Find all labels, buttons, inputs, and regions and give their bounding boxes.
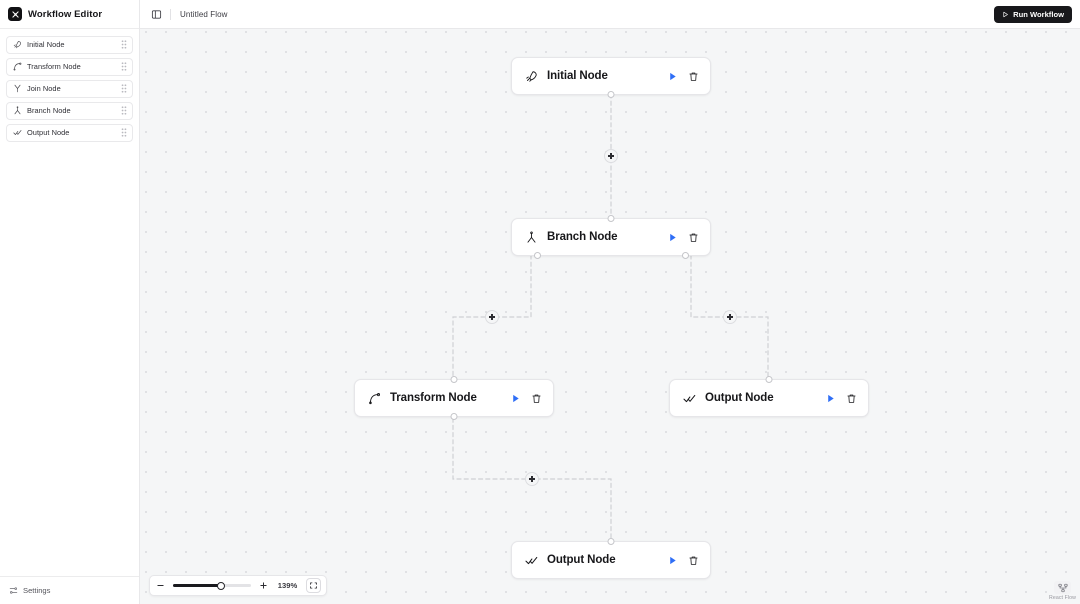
zoom-in-button[interactable] (258, 580, 269, 591)
edge-add-button-branch-transform[interactable] (485, 310, 499, 324)
palette-item-label: Branch Node (27, 106, 71, 116)
palette-item-label: Output Node (27, 128, 70, 138)
panel-left-icon[interactable] (151, 9, 162, 20)
palette-item-branch-node[interactable]: Branch Node (6, 102, 133, 120)
run-workflow-label: Run Workflow (1013, 9, 1064, 19)
zoom-slider[interactable] (173, 580, 251, 591)
react-flow-icon (1054, 581, 1072, 594)
app-title: Workflow Editor (28, 8, 103, 20)
node-actions (510, 393, 542, 404)
node-label: Initial Node (547, 70, 608, 82)
topbar: Untitled Flow Run Workflow (140, 0, 1080, 29)
drag-grip-icon[interactable] (120, 128, 127, 137)
palette-item-output-node[interactable]: Output Node (6, 124, 133, 142)
palette-item-transform-node[interactable]: Transform Node (6, 58, 133, 76)
play-icon[interactable] (510, 393, 521, 404)
play-icon[interactable] (825, 393, 836, 404)
edge-add-button-transform-output-bottom[interactable] (525, 472, 539, 486)
node-initial-node[interactable]: Initial Node (511, 57, 711, 98)
node-handle-top[interactable] (765, 376, 773, 383)
palette-item-join-node[interactable]: Join Node (6, 80, 133, 98)
node-handle-top[interactable] (607, 538, 615, 545)
node-actions (667, 555, 699, 566)
drag-grip-icon[interactable] (120, 106, 127, 115)
zoom-percent-label: 139% (277, 581, 298, 590)
rocket-icon (13, 40, 22, 49)
edge-layer (452, 93, 769, 541)
play-icon[interactable] (667, 232, 678, 243)
node-handle-bottom-right[interactable] (681, 252, 689, 259)
sliders-icon (9, 586, 18, 595)
node-handle-top[interactable] (450, 376, 458, 383)
node-handle-top[interactable] (607, 215, 615, 222)
node-actions (667, 71, 699, 82)
branch-split-icon (525, 231, 538, 244)
palette-item-label: Join Node (27, 84, 61, 94)
node-handle-bottom-left[interactable] (533, 252, 541, 259)
topbar-divider (170, 8, 171, 20)
drag-grip-icon[interactable] (120, 62, 127, 71)
node-palette: Initial Node Transform Nod (0, 29, 139, 142)
flow-name[interactable]: Untitled Flow (180, 9, 228, 19)
node-branch-node[interactable]: Branch Node (511, 215, 711, 259)
edge-add-button-branch-output-right[interactable] (723, 310, 737, 324)
sidebar-header: Workflow Editor (0, 0, 139, 29)
trash-icon[interactable] (688, 232, 699, 243)
trash-icon[interactable] (688, 555, 699, 566)
play-icon[interactable] (667, 555, 678, 566)
node-label: Output Node (547, 554, 616, 566)
double-check-icon (13, 128, 22, 137)
play-outline-icon (1002, 11, 1009, 18)
zoom-slider-fill (173, 584, 222, 587)
main-area: Untitled Flow Run Workflow (140, 0, 1080, 604)
zoom-out-button[interactable] (155, 580, 166, 591)
node-transform-node[interactable]: Transform Node (354, 376, 554, 420)
double-check-icon (683, 392, 696, 405)
zoom-controls: 139% (149, 575, 327, 596)
curve-transform-icon (13, 62, 22, 71)
node-handle-bottom[interactable] (607, 91, 615, 98)
rocket-icon (525, 70, 538, 83)
node-label: Branch Node (547, 231, 618, 243)
branch-split-icon (13, 106, 22, 115)
trash-icon[interactable] (846, 393, 857, 404)
run-workflow-button[interactable]: Run Workflow (994, 5, 1072, 23)
node-label: Transform Node (390, 392, 477, 404)
curve-transform-icon (368, 392, 381, 405)
sidebar: Workflow Editor Initial Node (0, 0, 140, 604)
double-check-icon (525, 554, 538, 567)
settings-label: Settings (23, 586, 51, 595)
trash-icon[interactable] (688, 71, 699, 82)
trash-icon[interactable] (531, 393, 542, 404)
palette-item-label: Initial Node (27, 40, 65, 50)
node-handle-bottom[interactable] (450, 413, 458, 420)
drag-grip-icon[interactable] (120, 84, 127, 93)
flow-canvas[interactable]: Initial Node (140, 29, 1080, 604)
join-merge-icon (13, 84, 22, 93)
node-output-node-bottom[interactable]: Output Node (511, 538, 711, 579)
node-output-node-right[interactable]: Output Node (669, 376, 869, 417)
drag-grip-icon[interactable] (120, 40, 127, 49)
node-actions (667, 232, 699, 243)
edge-add-button-initial-branch[interactable] (604, 149, 618, 163)
react-flow-attribution-text: React Flow (1049, 595, 1076, 601)
fit-view-button[interactable] (306, 578, 321, 593)
sidebar-item-settings[interactable]: Settings (0, 576, 139, 604)
palette-item-label: Transform Node (27, 62, 81, 72)
node-actions (825, 393, 857, 404)
app-logo-icon (8, 7, 22, 21)
react-flow-attribution[interactable]: React Flow (1049, 581, 1076, 601)
palette-item-initial-node[interactable]: Initial Node (6, 36, 133, 54)
play-icon[interactable] (667, 71, 678, 82)
zoom-slider-thumb[interactable] (217, 581, 226, 590)
node-label: Output Node (705, 392, 774, 404)
